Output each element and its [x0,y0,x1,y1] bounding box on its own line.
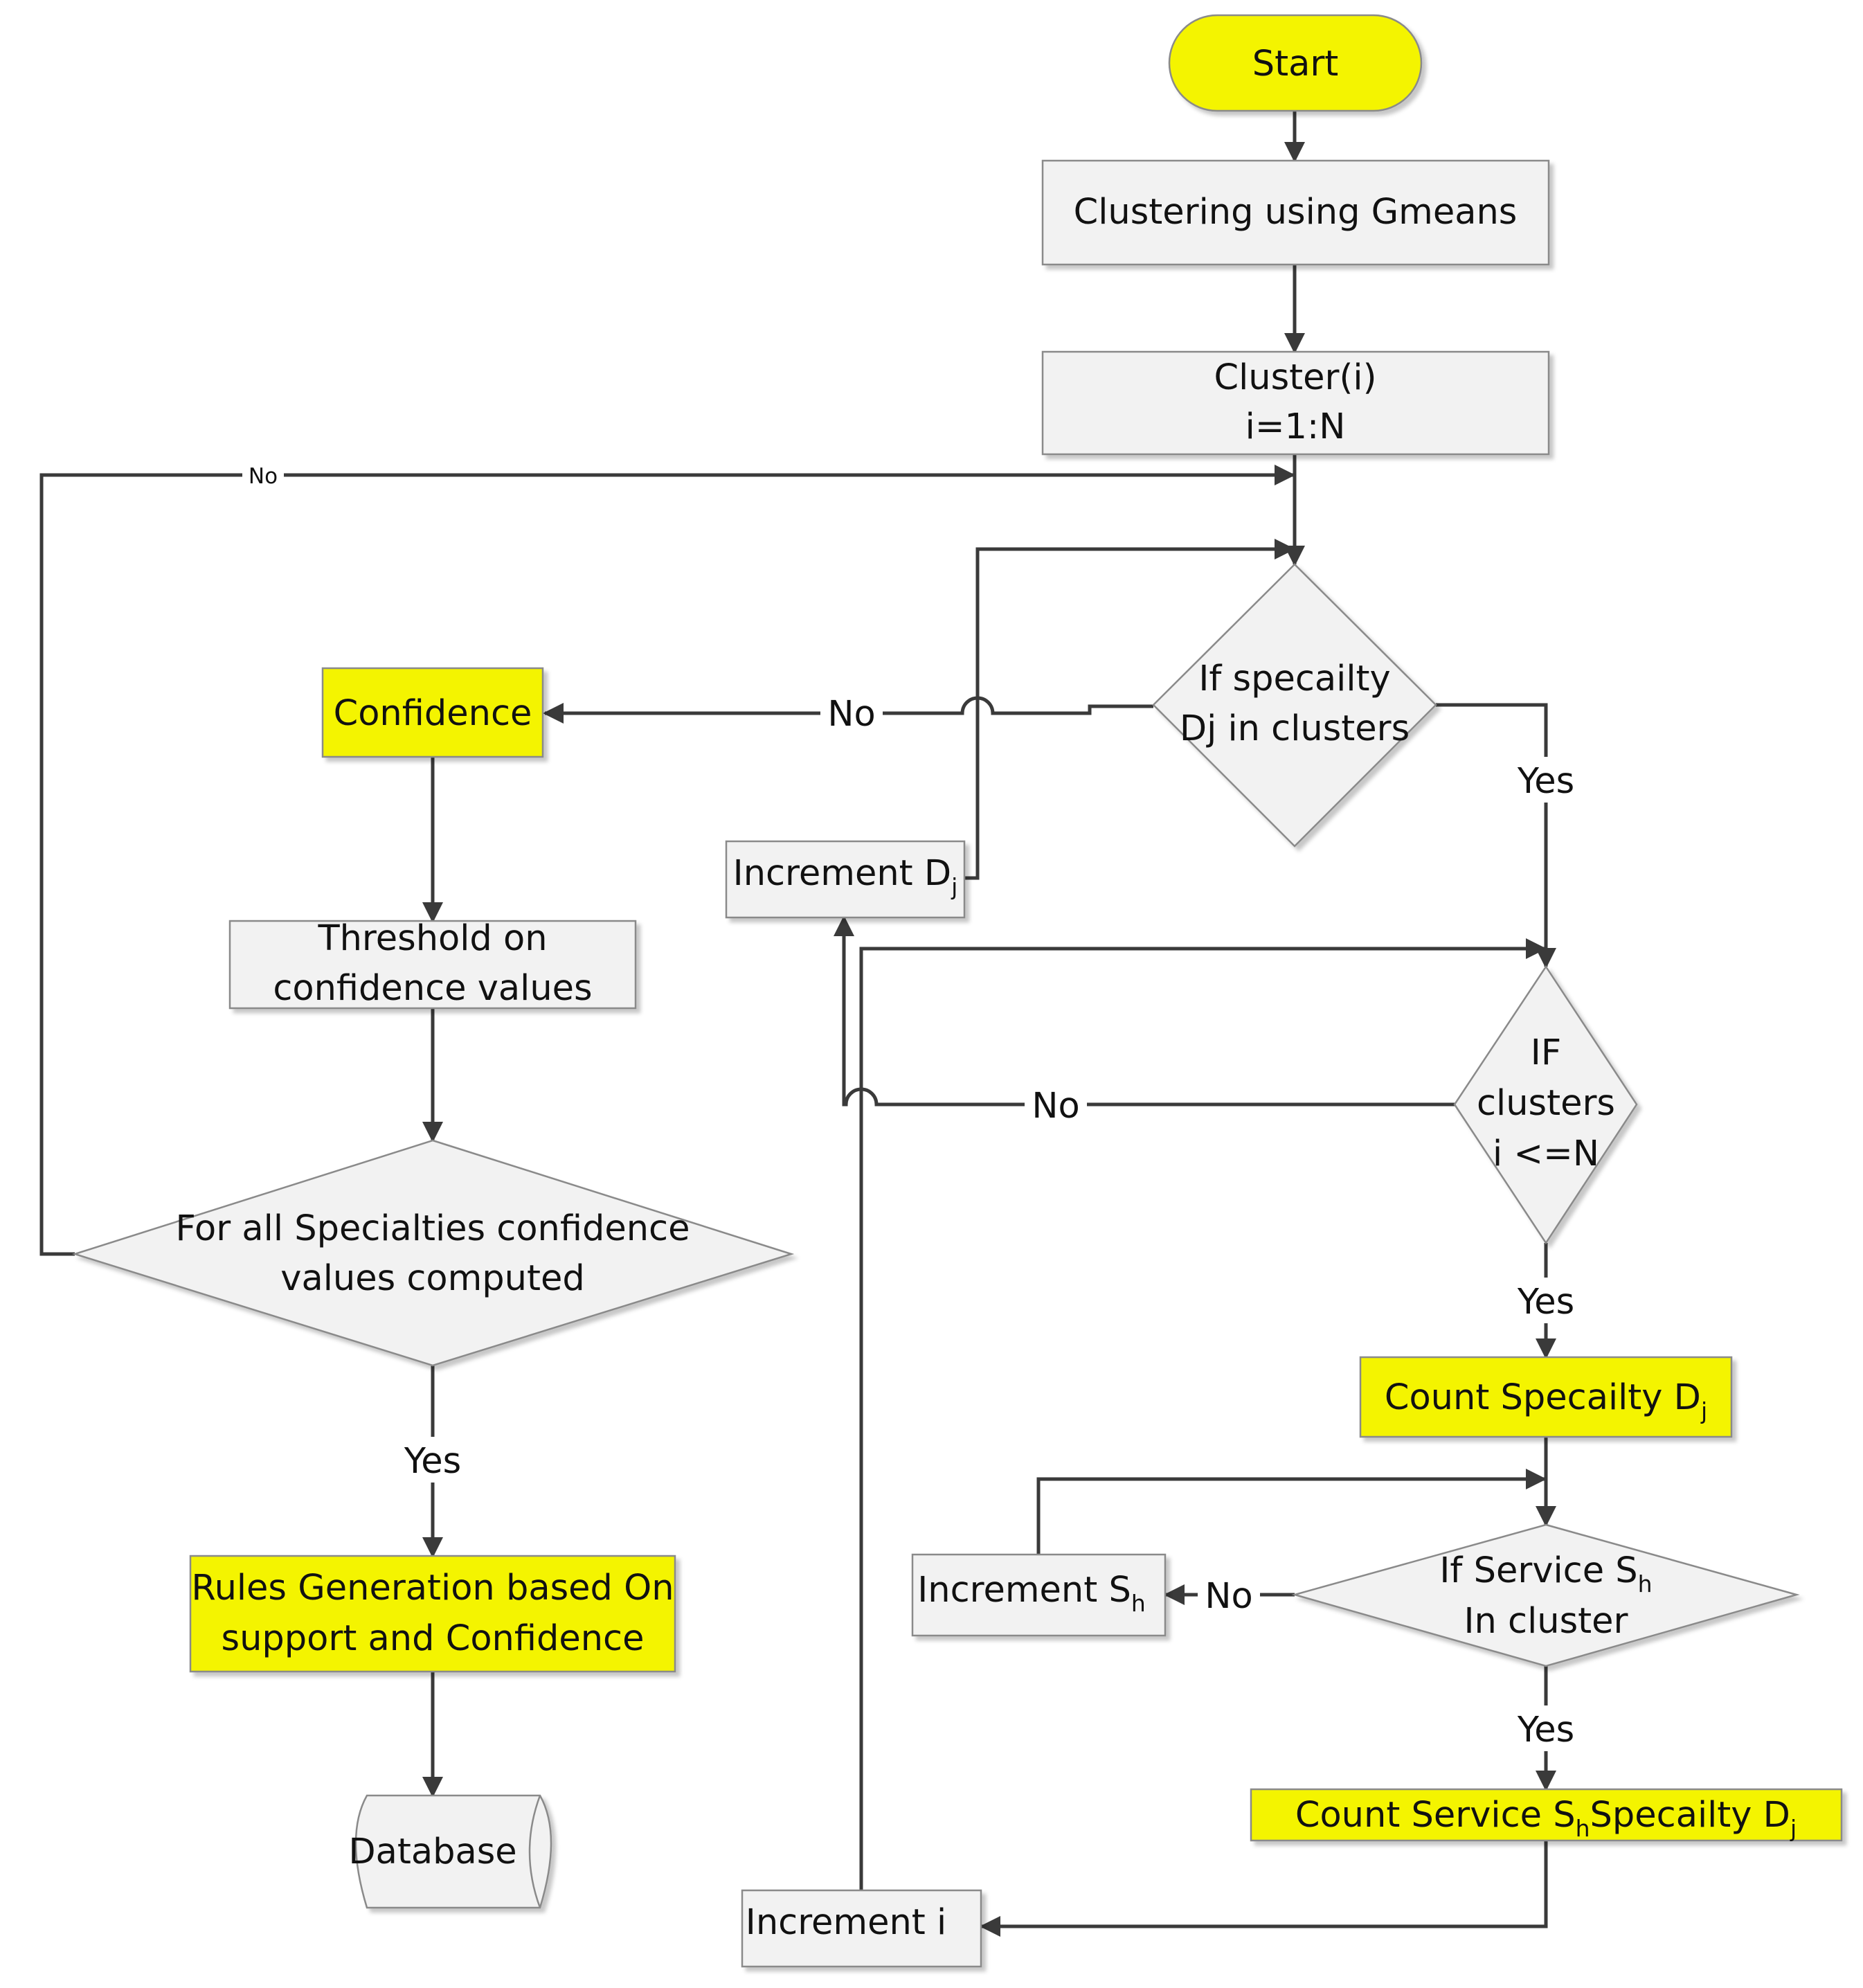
edge-increment-d-to-specialty-decision [964,539,1295,880]
svg-text:Increment Sh: Increment Sh [917,1570,1146,1617]
start-terminal: Start [1168,14,1423,112]
service-decision-line2: In cluster [1464,1601,1628,1642]
rules-label-line1: Rules Generation based On [191,1568,674,1609]
threshold-label-line1: Threshold on [317,918,547,959]
increment-i-process: Increment i [741,1889,982,1968]
increment-d-subscript: j [951,873,957,900]
all-specialties-decision-line1: For all Specialties confidence [176,1208,690,1249]
confidence-process: Confidence [321,667,544,758]
service-decision-line1: If Service S [1439,1550,1637,1591]
increment-s-label: Increment S [917,1570,1131,1611]
specialty-decision-line2: Dj in clusters [1180,708,1410,749]
clusters-decision-line1: IF [1531,1032,1561,1073]
clusters-decision-line3: i <=N [1493,1134,1599,1174]
edge-clusters-no-to-increment-d [834,915,1455,1107]
edge-label-no-service: No [1205,1576,1252,1617]
cluster-label-line1: Cluster(i) [1214,357,1377,398]
confidence-label: Confidence [334,693,532,734]
edge-label-no-clusters: No [1032,1086,1079,1127]
count-service-subscript-h: h [1576,1815,1590,1842]
edge-label-yes-specialty: Yes [1517,761,1574,802]
edge-increment-s-to-service-decision [1036,1469,1547,1555]
count-service-label: Count Service S [1295,1795,1576,1836]
edge-specialty-yes-to-clusters-decision [1436,703,1556,969]
service-decision: If Service Sh In cluster [1291,1523,1800,1667]
edge-count-service-to-increment-i [980,1841,1548,1937]
start-label: Start [1252,44,1339,84]
increment-s-process: Increment Sh [911,1553,1167,1637]
edge-specialty-no-to-confidence [543,696,1153,724]
service-decision-subscript: h [1638,1570,1653,1597]
threshold-process: Threshold on confidence values [228,918,637,1010]
database-label: Database [348,1832,516,1872]
count-service-process: Count Service ShSpecailty Dj [1250,1788,1843,1842]
clusters-decision-line2: clusters [1477,1083,1615,1124]
database-storage: Database [348,1794,552,1909]
edge-label-yes-all: Yes [404,1441,461,1482]
edge-label-no-top: No [249,464,278,489]
svg-text:Count Specailty Dj: Count Specailty Dj [1385,1377,1707,1424]
edge-label-yes-service: Yes [1517,1710,1574,1750]
all-specialties-decision: For all Specialties confidence values co… [71,1139,795,1367]
edge-all-specialties-no-loop [39,465,1295,1256]
specialty-decision-line1: If specailty [1198,659,1390,699]
edge-label-yes-clusters: Yes [1517,1282,1574,1323]
rules-generation-process: Rules Generation based On support and Co… [189,1555,676,1673]
specialty-decision: If specailty Dj in clusters [1152,563,1437,848]
svg-text:Count Service ShSpecailty Dj: Count Service ShSpecailty Dj [1295,1795,1797,1842]
count-specialty-subscript: j [1700,1397,1707,1424]
svg-text:Increment Dj: Increment Dj [733,853,958,900]
threshold-label-line2: confidence values [273,968,592,1009]
clustering-process: Clustering using Gmeans [1041,159,1550,266]
count-specialty-label: Count Specailty D [1385,1377,1701,1418]
increment-s-subscript: h [1131,1590,1146,1617]
svg-text:If Service Sh: If Service Sh [1439,1550,1652,1597]
edge-increment-i-to-clusters-decision [859,938,1547,1890]
all-specialties-decision-line2: values computed [280,1258,584,1299]
clusters-decision: IF clusters i <=N [1453,965,1638,1245]
increment-d-label: Increment D [733,853,952,894]
increment-i-label: Increment i [746,1902,946,1943]
increment-d-process: Increment Dj [725,840,966,919]
count-specialty-process: Count Specailty Dj [1359,1356,1733,1438]
clustering-label: Clustering using Gmeans [1074,192,1518,233]
count-service-label-specialty: Specailty D [1590,1795,1790,1836]
cluster-process: Cluster(i) i=1:N [1041,350,1550,456]
rules-label-line2: support and Confidence [222,1618,645,1659]
count-service-subscript-j: j [1790,1815,1797,1842]
cluster-label-line2: i=1:N [1245,406,1346,447]
edge-label-no-confidence: No [827,694,875,735]
